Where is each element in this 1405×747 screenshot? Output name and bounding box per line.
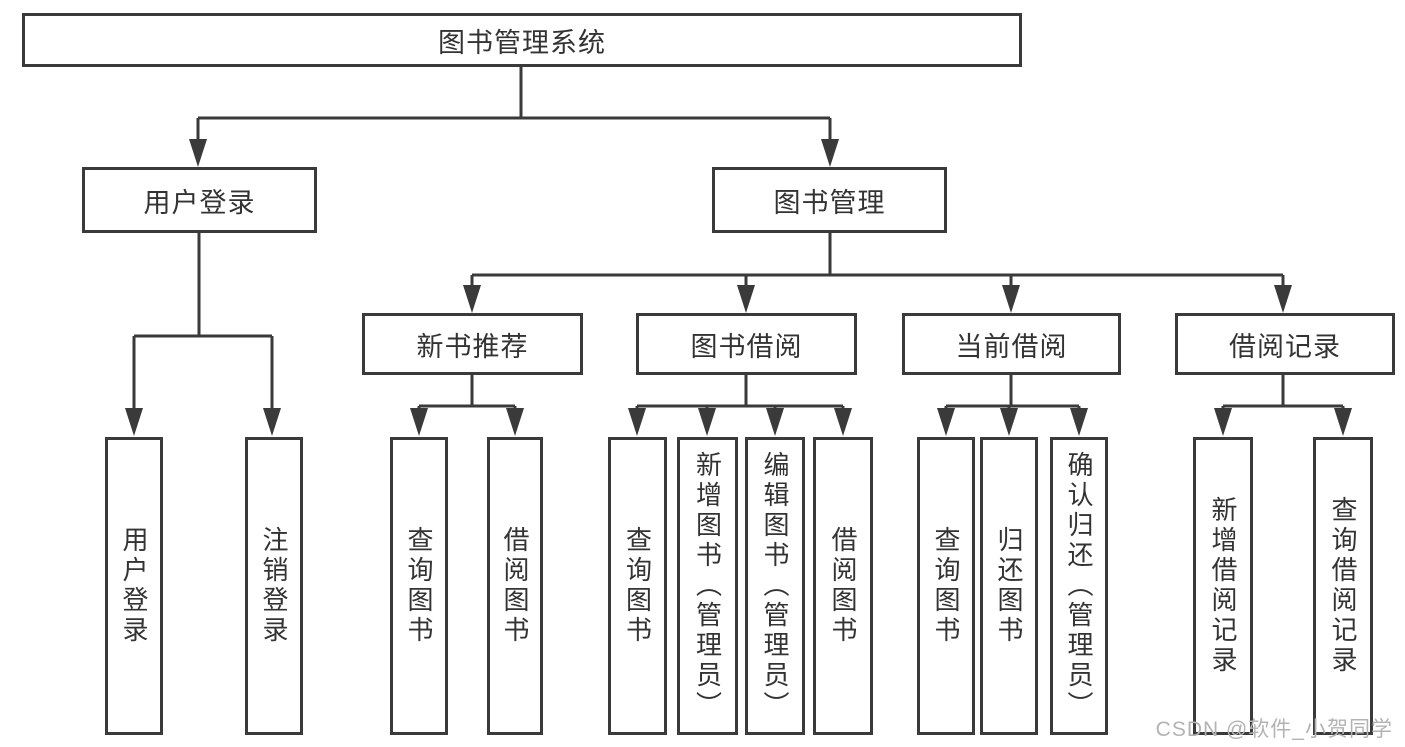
- leaf-add-books-admin: 新增图书（管理员）: [677, 437, 738, 735]
- arrowheads: [125, 139, 1352, 436]
- node-label: 借阅记录: [1229, 331, 1341, 362]
- node-label: 用户登录: [143, 187, 256, 218]
- node-label: 编辑图书（管理员）: [760, 451, 790, 721]
- node-label: 图书管理: [773, 187, 886, 218]
- node-label: 新增借阅记录: [1208, 496, 1238, 676]
- leaf-return-books: 归还图书: [980, 437, 1038, 735]
- leaf-logout: 注销登录: [245, 437, 303, 735]
- node-label: 查询图书: [931, 526, 961, 646]
- leaf-query-books-borrowing: 查询图书: [608, 437, 667, 735]
- leaf-user-login: 用户登录: [105, 437, 163, 735]
- leaf-query-borrow-record: 查询借阅记录: [1313, 437, 1373, 735]
- node-label: 当前借阅: [955, 331, 1068, 362]
- node-borrowing-records: 借阅记录: [1175, 313, 1395, 375]
- node-label: 确认归还（管理员）: [1064, 451, 1094, 721]
- node-label: 新书推荐: [416, 331, 529, 362]
- node-label: 查询借阅记录: [1328, 496, 1358, 676]
- node-label: 借阅图书: [500, 526, 530, 646]
- node-label: 查询图书: [404, 526, 434, 646]
- leaf-add-borrow-record: 新增借阅记录: [1193, 437, 1253, 735]
- leaf-borrow-books-borrowing: 借阅图书: [813, 437, 873, 735]
- node-user-login: 用户登录: [82, 167, 317, 233]
- leaf-query-books-current: 查询图书: [917, 437, 975, 735]
- leaf-query-books-recommend: 查询图书: [390, 437, 448, 735]
- leaf-edit-books-admin: 编辑图书（管理员）: [745, 437, 805, 735]
- node-label: 用户登录: [119, 526, 149, 646]
- node-label: 图书管理系统: [438, 27, 606, 58]
- leaf-confirm-return-admin: 确认归还（管理员）: [1050, 437, 1108, 735]
- leaf-borrow-books-recommend: 借阅图书: [487, 437, 543, 735]
- node-label: 归还图书: [994, 526, 1024, 646]
- node-label: 图书借阅: [690, 331, 803, 362]
- node-label: 查询图书: [622, 526, 653, 646]
- node-book-management: 图书管理: [712, 167, 947, 233]
- node-label: 借阅图书: [828, 526, 858, 646]
- node-library-system: 图书管理系统: [22, 13, 1022, 67]
- node-book-borrowing: 图书借阅: [636, 313, 857, 375]
- node-label: 新增图书（管理员）: [692, 451, 723, 721]
- node-current-borrowing: 当前借阅: [902, 313, 1121, 375]
- node-new-book-recommendation: 新书推荐: [362, 313, 583, 375]
- csdn-watermark: CSDN @软件_小贺同学: [1155, 718, 1393, 741]
- node-label: 注销登录: [259, 526, 289, 646]
